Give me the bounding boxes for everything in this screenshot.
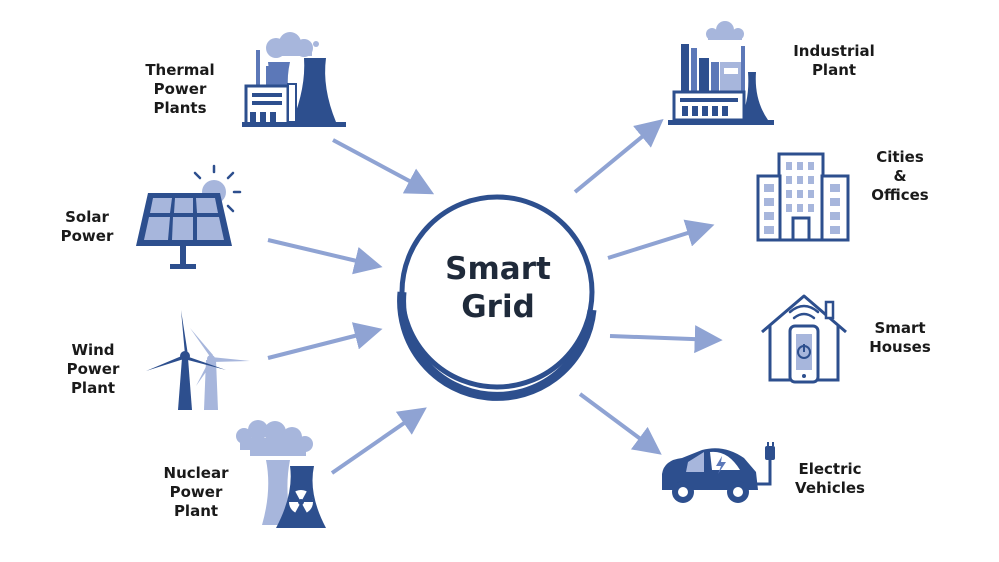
label-line: Electric: [798, 460, 862, 478]
smart-grid-title-line1: Smart: [445, 251, 551, 287]
label-line: Power: [60, 227, 114, 245]
industrial-plant-icon: [668, 21, 774, 125]
label-line: Plant: [811, 61, 857, 79]
label-line: Power: [169, 483, 223, 501]
label-industrial-plant: Industrial Plant: [786, 42, 882, 80]
arrow-grid-to-houses: [609, 325, 723, 354]
smart-house-icon: [761, 294, 847, 384]
label-solar-power: Solar Power: [54, 208, 120, 246]
smart-grid-hub: [397, 194, 597, 401]
label-line: Thermal: [145, 61, 215, 79]
wind-turbine-icon: [146, 310, 250, 410]
label-cities-offices: Cities & Offices: [864, 148, 936, 205]
office-building-icon: [756, 152, 850, 242]
arrow-nuclear-to-grid: [330, 407, 427, 475]
label-line: Solar: [65, 208, 109, 226]
smart-grid-title-line2: Grid: [461, 289, 535, 325]
arrow-grid-to-vehicles: [578, 392, 662, 455]
label-wind-power-plant: Wind Power Plant: [60, 341, 126, 398]
label-line: Wind: [71, 341, 115, 359]
label-line: Nuclear: [163, 464, 229, 482]
label-line: Cities: [876, 148, 924, 166]
label-line: Offices: [871, 186, 929, 204]
label-line: Power: [66, 360, 120, 378]
smart-grid-title: Smart Grid: [398, 250, 598, 326]
nuclear-power-plant-icon: [236, 420, 326, 528]
arrow-grid-to-cities: [607, 219, 715, 260]
label-line: Plant: [173, 502, 219, 520]
label-line: Power: [153, 80, 207, 98]
arrow-grid-to-industrial: [573, 119, 664, 194]
label-line: Vehicles: [795, 479, 865, 497]
solar-panel-icon: [136, 164, 242, 269]
label-electric-vehicles: Electric Vehicles: [790, 460, 870, 498]
electric-vehicle-icon: [662, 442, 775, 503]
label-line: Smart: [874, 319, 926, 337]
thermal-power-plant-icon: [242, 32, 346, 127]
arrow-solar-to-grid: [267, 238, 383, 275]
arrow-wind-to-grid: [267, 322, 383, 360]
label-line: &: [893, 167, 907, 185]
arrow-thermal-to-grid: [332, 138, 435, 195]
label-line: Industrial: [793, 42, 875, 60]
label-nuclear-power-plant: Nuclear Power Plant: [158, 464, 234, 521]
label-smart-houses: Smart Houses: [866, 319, 934, 357]
label-line: Plants: [153, 99, 207, 117]
label-line: Plant: [70, 379, 116, 397]
label-line: Houses: [869, 338, 931, 356]
label-thermal-power-plants: Thermal Power Plants: [140, 61, 220, 118]
